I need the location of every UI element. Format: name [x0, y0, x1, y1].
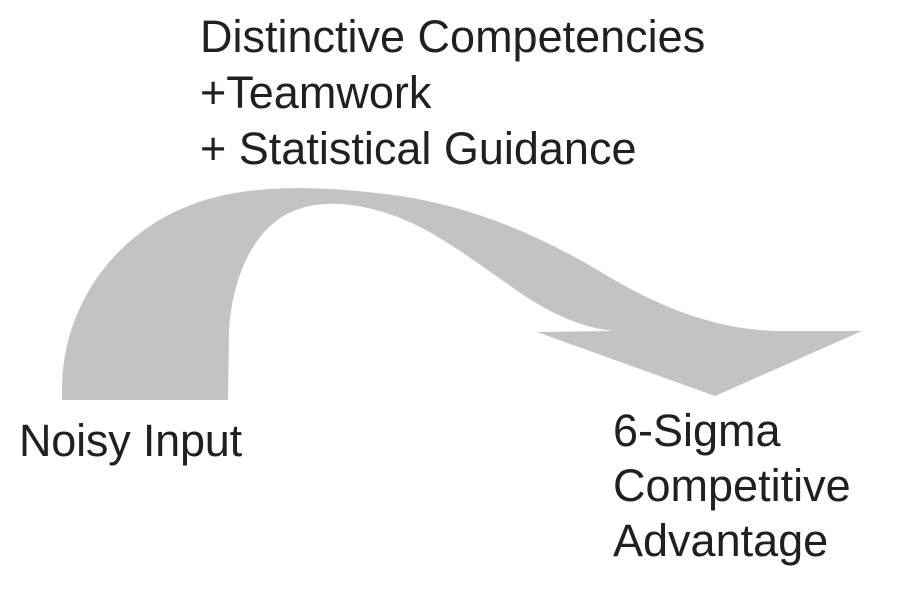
title-line-3: + Statistical Guidance: [200, 123, 637, 174]
outcome-line-3: Advantage: [613, 515, 829, 566]
outcome-line-1: 6-Sigma: [613, 405, 781, 456]
outcome-line-2: Competitive: [613, 460, 851, 511]
title-line-1: Distinctive Competencies: [200, 11, 706, 62]
source-label: Noisy Input: [19, 415, 242, 466]
title-line-2: +Teamwork: [200, 67, 432, 118]
arrow-body-path: [62, 188, 862, 400]
